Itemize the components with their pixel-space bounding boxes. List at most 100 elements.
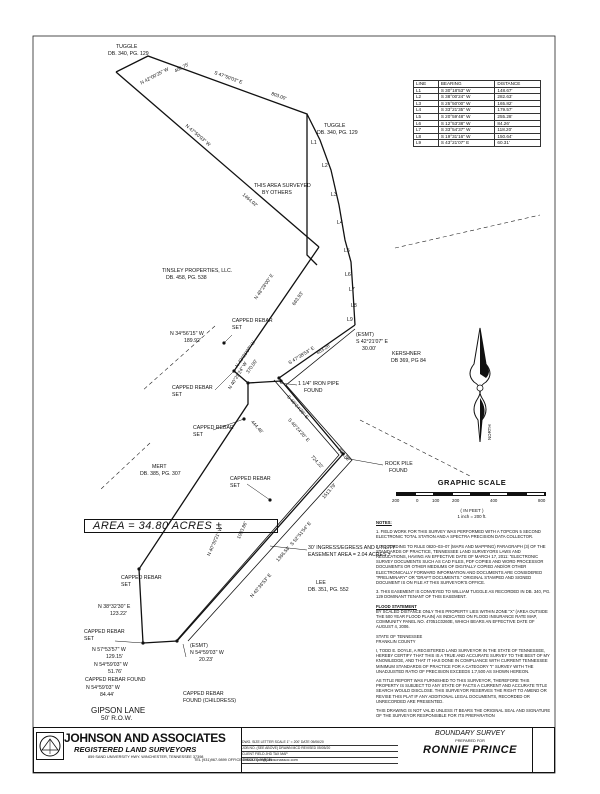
capped-rebar-set-label-6b: SET: [84, 636, 95, 642]
validity-note: THIS DRAWING IS NOT VALID UNLESS IT BEAR…: [376, 708, 551, 719]
capped-rebar-set-label-2: CAPPED REBAR: [172, 385, 213, 391]
esmt-call-2-bearing: N 54°59'03" W: [190, 650, 224, 656]
line-bearing: S 20°59'48" W: [437, 112, 496, 121]
capped-rebar-set-label-1b: SET: [232, 325, 243, 331]
curve-label-l8: L8: [351, 303, 357, 309]
surveyed-by-others-line2: BY OTHERS: [262, 190, 292, 196]
line-id: L5: [413, 112, 439, 121]
note-1: 1. FIELD WORK FOR THIS SURVEY WAS PERFOR…: [376, 529, 541, 540]
adjoiner-tuggle-nw-deed: DB. 340, PG. 129: [108, 51, 149, 57]
graphic-scale-units: ( IN FEET ): [460, 508, 484, 513]
county-line: FRANKLIN COUNTY: [376, 638, 416, 644]
surveyor-certification: I, TODD E. DOYLE, A REGISTERED LAND SURV…: [376, 648, 550, 674]
curve-label-l5: L5: [344, 248, 350, 254]
capped-rebar-set-label-1: CAPPED REBAR: [232, 318, 273, 324]
north-arrow-icon: [469, 327, 491, 443]
state-line: STATE OF TENNESSEE: [376, 633, 423, 639]
company-address: 859 SAND UNIVERSITY HWY. WINCHESTER, TEN…: [88, 755, 204, 759]
esmt-call-2-tag: (ESMT): [190, 643, 208, 649]
road-right-of-way: 50' R.O.W.: [101, 715, 133, 722]
call-d-bearing: N 54°59'03" W: [94, 662, 128, 668]
notes-heading: NOTES:: [376, 520, 392, 525]
sheet-border: [32, 35, 556, 774]
info-row: CHECKED PARCEL: [242, 758, 398, 764]
esmt-call-2-distance: 20.23': [199, 657, 213, 663]
boundary-northwest-line: [115, 71, 320, 248]
line-bearing: S 19°31'16" W: [437, 132, 496, 141]
line-bearing: S 43°21'07" E: [437, 139, 496, 147]
prepared-for-label: PREPARED FOR: [455, 739, 485, 743]
note-3: 3. THIS EASEMENT IS CONVEYED TO WILLIAM …: [376, 589, 551, 600]
graphic-scale-ratio: 1 inch = 200 ft.: [457, 514, 487, 519]
info-row: CLIENT FIELD JHD TAX MAP: [242, 752, 398, 758]
call-b-bearing: N 38°32'30" E: [98, 604, 131, 610]
adjoiner-kershner-deed: DB 369, PG 84: [391, 358, 426, 364]
line-bearing: S 25°50'00" W: [437, 99, 496, 108]
adjoiner-lines: [100, 214, 541, 490]
info-row: JOB NO. (SEE ABOVE) DRAWN MCD REVISED 05…: [242, 746, 398, 752]
curve-label-l9: L9: [347, 317, 353, 323]
esmt-call-1-tag: (ESMT): [356, 332, 374, 338]
rock-pile-label-b: FOUND: [389, 468, 408, 474]
rock-pile-label: ROCK PILE: [385, 461, 413, 467]
capped-rebar-set-label-4b: SET: [230, 483, 241, 489]
line-distance: 282.63': [494, 93, 541, 101]
line-distance: 60.31': [494, 139, 541, 147]
adjoiner-tinsley-name: TINSLEY PROPERTIES, LLC.: [162, 268, 233, 274]
line-table-header-distance: DISTANCE: [494, 80, 541, 88]
survey-notes: NOTES: 1. FIELD WORK FOR THIS SURVEY WAS…: [376, 520, 552, 723]
adjoiner-lee-deed: DB. 351, PG. 552: [308, 587, 349, 593]
call-c-bearing: N 57°53'57" W: [92, 647, 126, 653]
call-e-distance: 84.44': [100, 692, 114, 698]
boundary-east-curve: [306, 113, 356, 326]
scale-tick: 200: [392, 498, 400, 503]
graphic-scale-bar: [396, 492, 546, 496]
line-id: L4: [413, 106, 439, 114]
curve-label-l1: L1: [311, 140, 317, 146]
curve-label-l6: L6: [345, 272, 351, 278]
adjoiner-tinsley-deed: DB. 458, PG. 538: [166, 275, 207, 281]
line-bearing: S 12°53'38" W: [437, 119, 496, 128]
adjoiner-mert-deed: DB. 385, PG. 307: [140, 471, 181, 477]
line-bearing: S 38°00'24" W: [437, 93, 496, 101]
leader-lines: [114, 334, 384, 658]
adjoiner-tuggle-nw-name: TUGGLE: [116, 44, 138, 50]
survey-type: BOUNDARY SURVEY: [435, 730, 505, 737]
boundary-north-line: [115, 55, 318, 266]
north-label: NORTH: [487, 424, 492, 440]
line-distance: 165.82': [494, 99, 541, 108]
easement-label-line2: EASEMENT AREA = 2.04 ACRES ±: [308, 552, 391, 558]
parcel-boundary: [115, 55, 356, 644]
title-block: JOHNSON AND ASSOCIATES REGISTERED LAND S…: [33, 727, 555, 773]
capped-rebar-set-label-6: CAPPED REBAR: [84, 629, 125, 635]
line-bearing: S 33°54'37" W: [437, 126, 496, 134]
scale-tick: 100: [432, 498, 440, 503]
line-distance: 148.67': [494, 86, 541, 95]
capped-rebar-set-label-3: CAPPED REBAR: [193, 425, 234, 431]
adjoiner-lee-name: LEE: [316, 580, 326, 586]
info-row: DWG. SIZE LETTER SCALE 1" = 200' DATE 05…: [242, 740, 398, 746]
line-table-header-line: LINE: [413, 80, 439, 88]
capped-rebar-set-label-5b: SET: [121, 582, 132, 588]
company-subtitle: REGISTERED LAND SURVEYORS: [74, 745, 197, 754]
iron-pipe-label: 1 1/4" IRON PIPE: [298, 381, 340, 387]
line-id: L2: [413, 93, 439, 101]
client-name: RONNIE PRINCE: [423, 744, 517, 756]
line-id: L1: [413, 86, 439, 95]
call-a-bearing: N 34°56'15" W: [170, 331, 204, 337]
line-table-header: LINE BEARING DISTANCE: [413, 80, 541, 88]
call-a-distance: 189.92': [184, 338, 201, 344]
curve-label-l2: L2: [322, 163, 328, 169]
scale-tick: 0: [416, 498, 419, 503]
line-bearing: S 33°21'35" W: [437, 106, 496, 114]
esmt-call-1-bearing: S 42°21'07" E: [356, 339, 389, 345]
line-id: L9: [413, 139, 439, 147]
